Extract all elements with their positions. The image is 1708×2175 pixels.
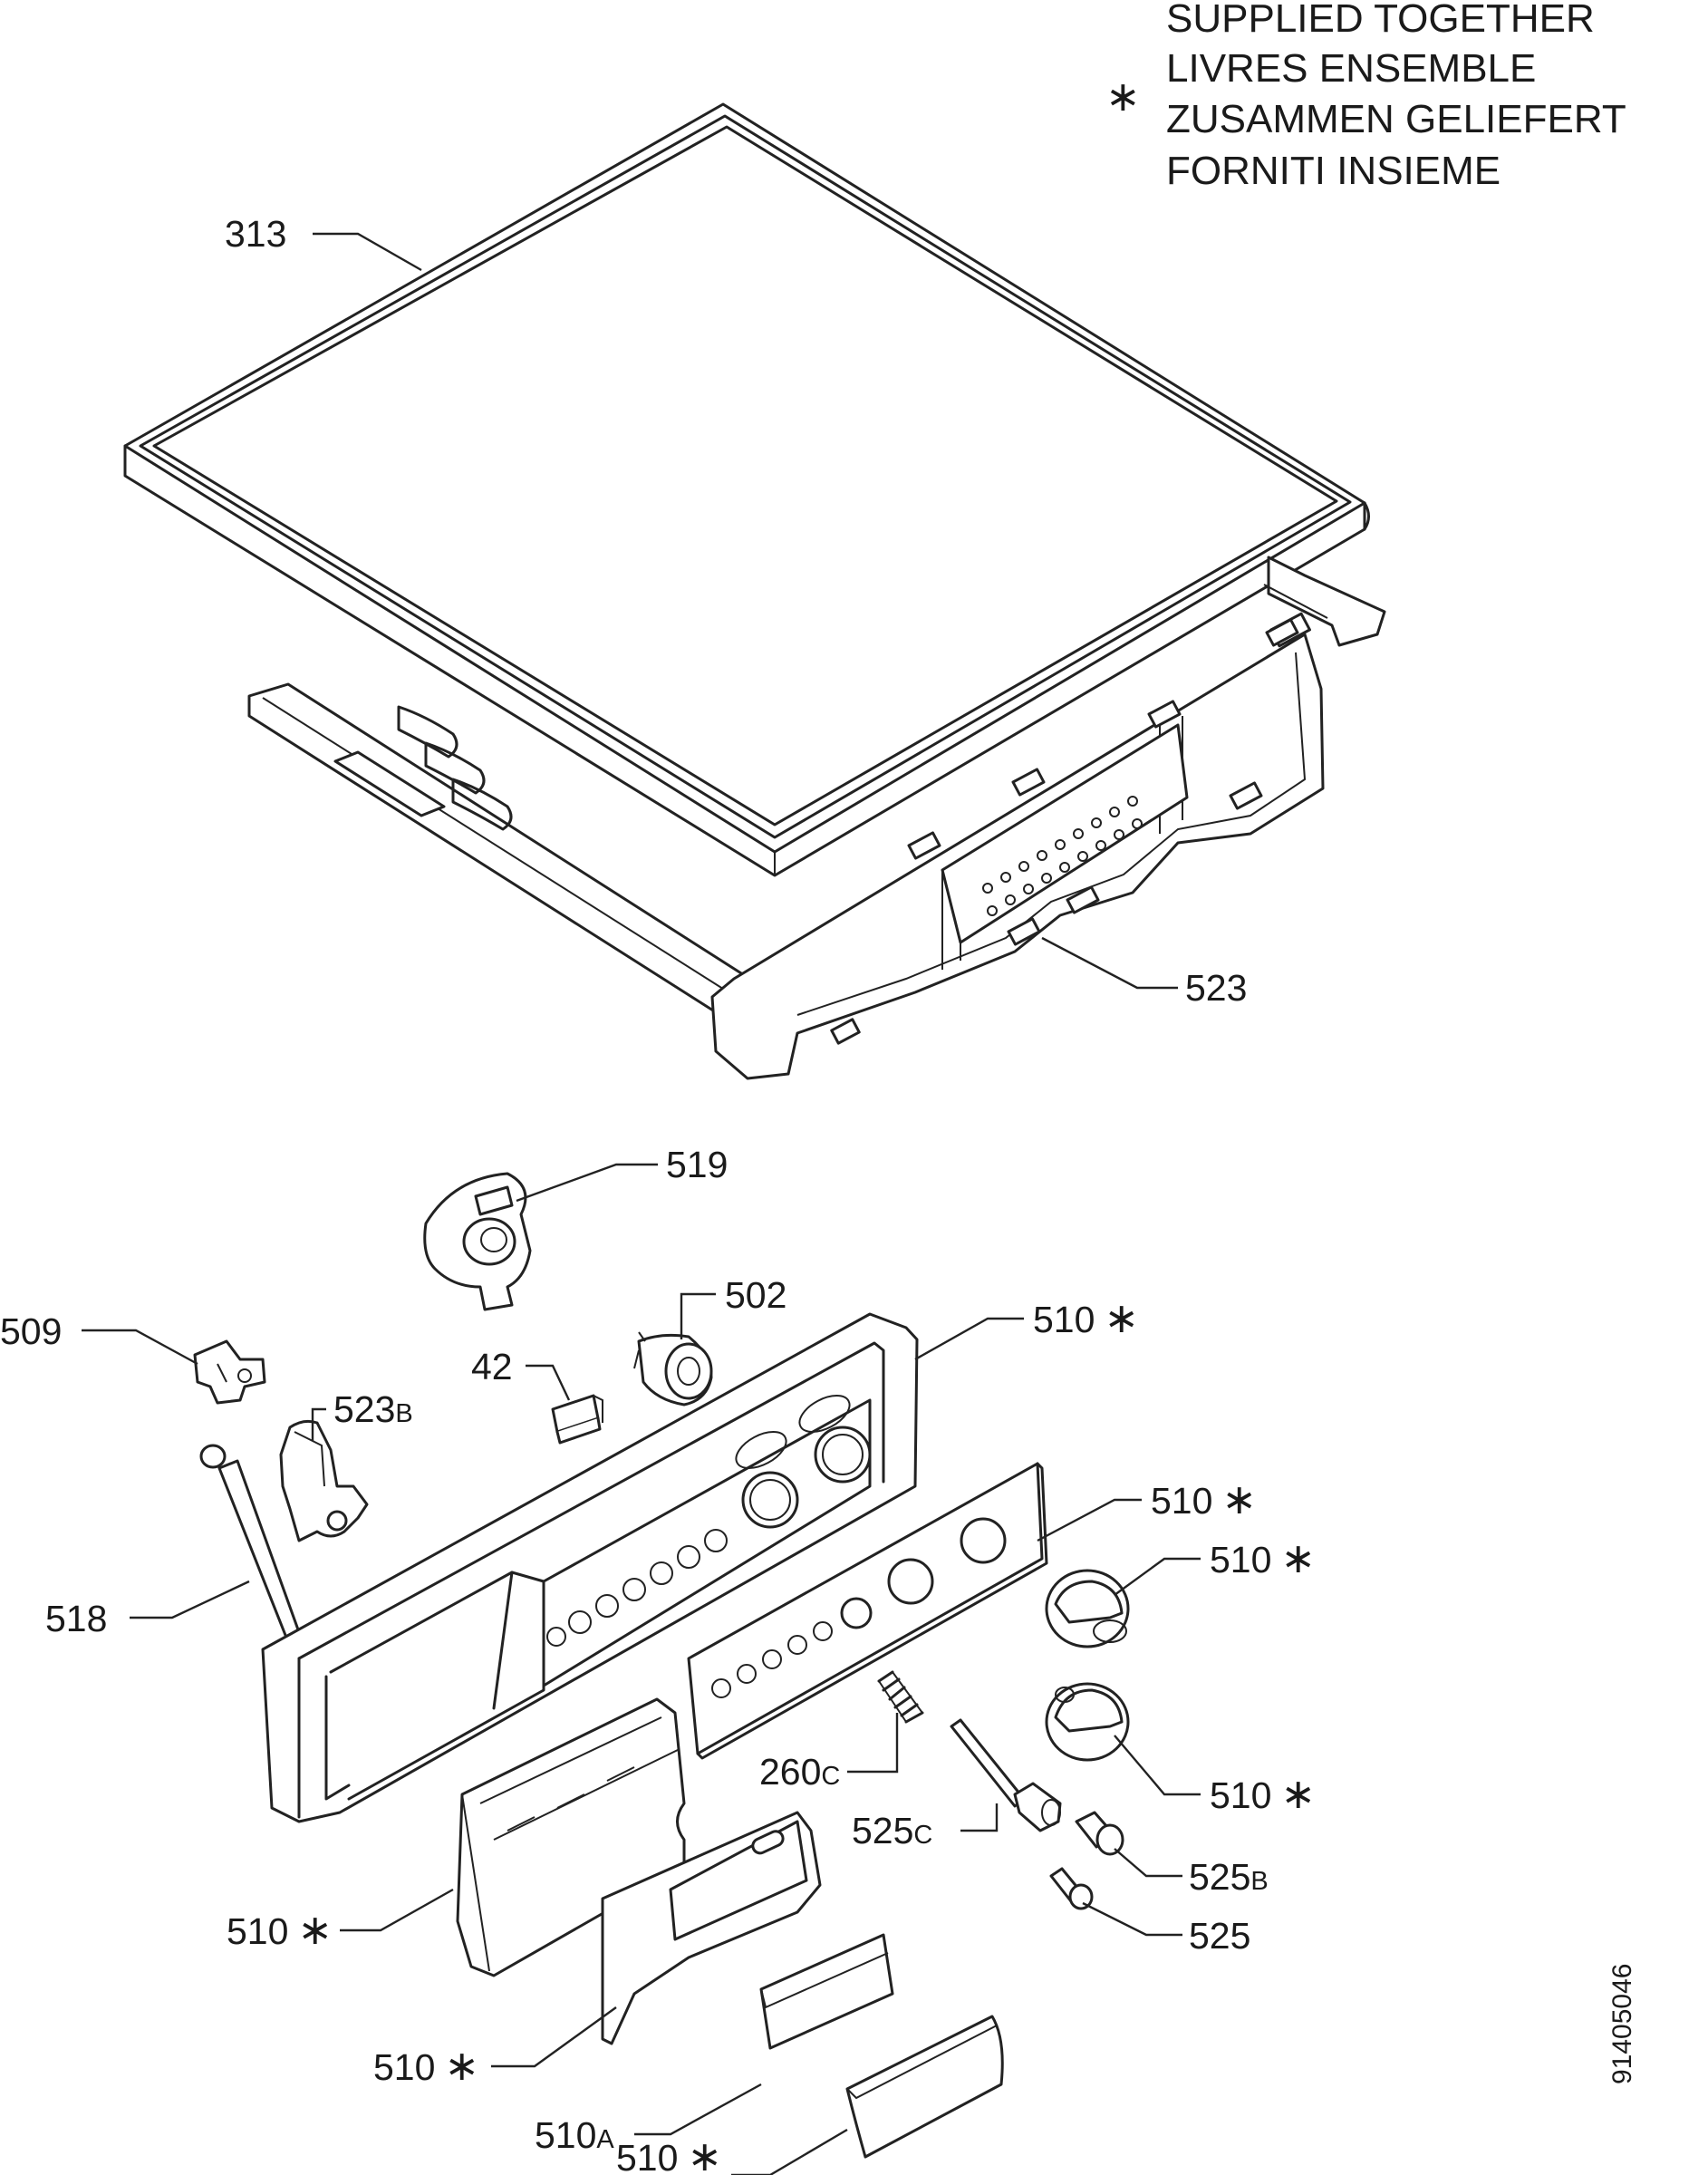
label-plate-510a <box>759 1933 894 2050</box>
callout-510-knob-upper: 510∗ <box>1210 1533 1316 1582</box>
legend-line-de: ZUSAMMEN GELIEFERT <box>1166 97 1626 141</box>
legend-asterisk: ∗ <box>1105 72 1141 121</box>
callout-260c: 260C <box>759 1751 840 1793</box>
base-frame-523 <box>247 556 1386 1080</box>
pin-525 <box>1049 1867 1094 1910</box>
callout-518: 518 <box>45 1598 107 1639</box>
control-panel-510 <box>261 1312 919 1823</box>
selector-cam-519 <box>423 1172 532 1311</box>
knob-upper-510 <box>1045 1569 1130 1648</box>
legend: ∗ SUPPLIED TOGETHER LIVRES ENSEMBLE ZUSA… <box>1105 0 1626 193</box>
callout-510-panel: 510∗ <box>1033 1293 1139 1342</box>
drawer-front-510 <box>456 1697 686 1977</box>
spring-260c <box>877 1670 924 1724</box>
latch-509 <box>193 1339 266 1405</box>
shaft-525c <box>950 1718 1062 1832</box>
legend-line-fr: LIVRES ENSEMBLE <box>1166 46 1536 91</box>
knob-lower-510 <box>1045 1682 1130 1762</box>
callout-525c: 525C <box>852 1810 932 1851</box>
callout-42: 42 <box>471 1346 513 1387</box>
legend-line-it: FORNITI INSIEME <box>1166 149 1501 193</box>
callout-510-handle: 510∗ <box>373 2041 479 2090</box>
callout-510-knob-lower: 510∗ <box>1210 1769 1316 1818</box>
callout-525: 525 <box>1189 1915 1250 1957</box>
leader-lines <box>82 232 1201 2175</box>
callout-510-drawer: 510∗ <box>227 1905 333 1954</box>
callout-525b: 525B <box>1189 1856 1269 1898</box>
legend-line-en: SUPPLIED TOGETHER <box>1166 0 1595 41</box>
lamp-holder-502 <box>633 1331 713 1406</box>
callout-labels: 313 523 519 502 509 42 523B 518 510∗ 510… <box>0 213 1316 2175</box>
lock-523b <box>279 1419 369 1542</box>
callout-510a: 510A <box>535 2114 614 2156</box>
top-lid-313 <box>123 102 1370 877</box>
callout-313: 313 <box>225 213 286 255</box>
callout-502: 502 <box>725 1274 786 1316</box>
cap-510 <box>845 2015 1004 2159</box>
callout-510-plate: 510∗ <box>1151 1474 1257 1523</box>
pin-525b <box>1075 1811 1124 1856</box>
front-plate-510 <box>687 1462 1048 1760</box>
callout-509: 509 <box>0 1310 62 1352</box>
grille-holes <box>982 796 1143 916</box>
callout-523b: 523B <box>333 1388 413 1430</box>
handle-510 <box>601 1811 822 2045</box>
drawing-code: 91405046 <box>1607 1964 1637 2084</box>
callout-510-cap: 510∗ <box>616 2132 722 2175</box>
callout-523: 523 <box>1185 967 1247 1009</box>
switch-42 <box>551 1394 603 1445</box>
callout-519: 519 <box>666 1144 728 1185</box>
